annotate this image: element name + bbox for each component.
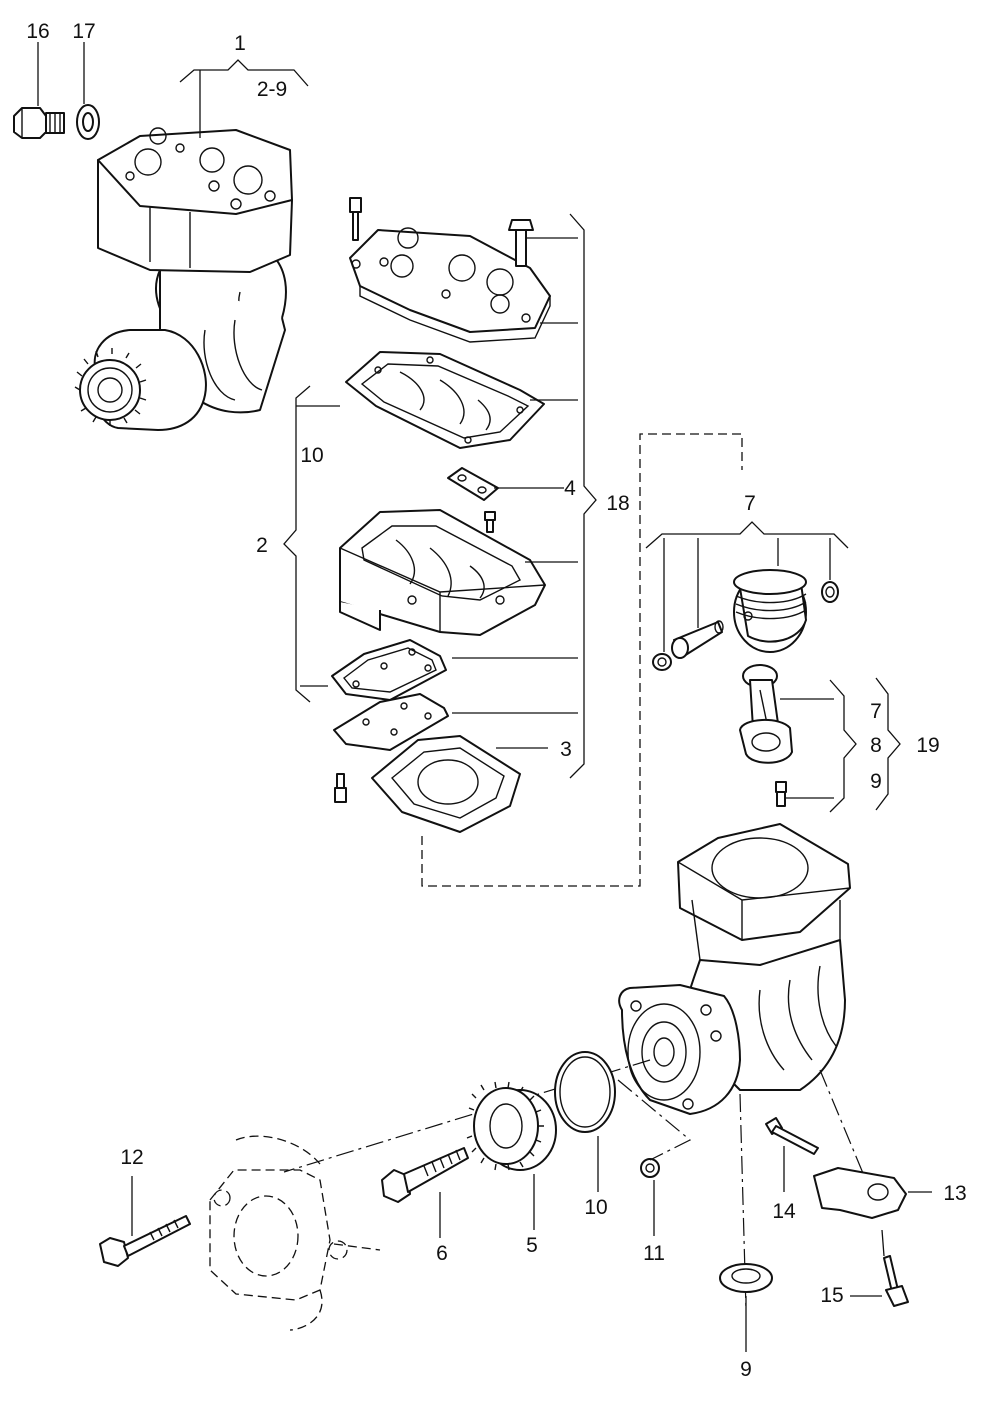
callout-14: 14 xyxy=(772,1200,796,1223)
piston-pin xyxy=(671,620,724,659)
callout-1: 1 xyxy=(234,32,246,55)
gasket-lower-a xyxy=(331,639,447,701)
bolt-part-6 xyxy=(381,1147,469,1203)
callout-7-right: 7 xyxy=(870,700,882,723)
bolt-part-12 xyxy=(99,1215,191,1267)
bolt-small-top-left xyxy=(349,197,362,241)
callout-19: 19 xyxy=(916,734,939,757)
mounting-flange-dashed xyxy=(209,1135,381,1331)
callout-6: 6 xyxy=(436,1242,448,1265)
screw-part-14 xyxy=(765,1117,819,1155)
callout-12: 12 xyxy=(120,1146,143,1169)
connecting-rod xyxy=(739,664,793,764)
screw-small-center xyxy=(484,511,496,533)
callout-13: 13 xyxy=(943,1182,966,1205)
callout-7-top: 7 xyxy=(744,492,756,515)
callout-2: 2 xyxy=(256,534,268,557)
circlip-right xyxy=(821,581,839,603)
callout-11: 11 xyxy=(643,1242,665,1265)
screw-lower-left xyxy=(334,773,347,803)
callout-2-9: 2-9 xyxy=(257,78,287,101)
callout-4: 4 xyxy=(564,477,576,500)
callout-10-top: 10 xyxy=(300,444,323,467)
cylinder-head-cover xyxy=(349,227,551,343)
callout-16: 16 xyxy=(26,20,49,43)
gear-part-5 xyxy=(466,1081,557,1171)
bolt-head-top-right xyxy=(508,219,534,267)
callout-9-right: 9 xyxy=(870,770,882,793)
circlip-left xyxy=(652,653,672,671)
gasket-upper xyxy=(345,351,545,449)
plug-part-16 xyxy=(13,107,65,139)
plate-part-4 xyxy=(447,467,499,501)
callout-9-bottom: 9 xyxy=(740,1358,752,1381)
valve-body xyxy=(339,509,546,636)
callout-18: 18 xyxy=(606,492,629,515)
gasket-part-3 xyxy=(371,735,521,833)
compressor-assembly-part-1 xyxy=(74,127,293,431)
bracket-part-13 xyxy=(813,1167,907,1219)
callout-17: 17 xyxy=(72,20,95,43)
callout-5: 5 xyxy=(526,1234,538,1257)
rod-screw xyxy=(775,781,787,807)
seal-ring-part-9 xyxy=(719,1263,773,1293)
callout-8: 8 xyxy=(870,734,882,757)
seal-ring-part-17 xyxy=(76,104,100,140)
crankcase xyxy=(618,823,851,1115)
callout-15: 15 xyxy=(820,1284,843,1307)
piston xyxy=(733,569,807,653)
callout-10-bottom: 10 xyxy=(584,1196,607,1219)
callout-3: 3 xyxy=(560,738,572,761)
plate-lower xyxy=(333,693,449,751)
screw-part-15 xyxy=(883,1255,909,1307)
o-ring-part-10 xyxy=(554,1051,616,1133)
washer-part-11 xyxy=(640,1158,660,1178)
